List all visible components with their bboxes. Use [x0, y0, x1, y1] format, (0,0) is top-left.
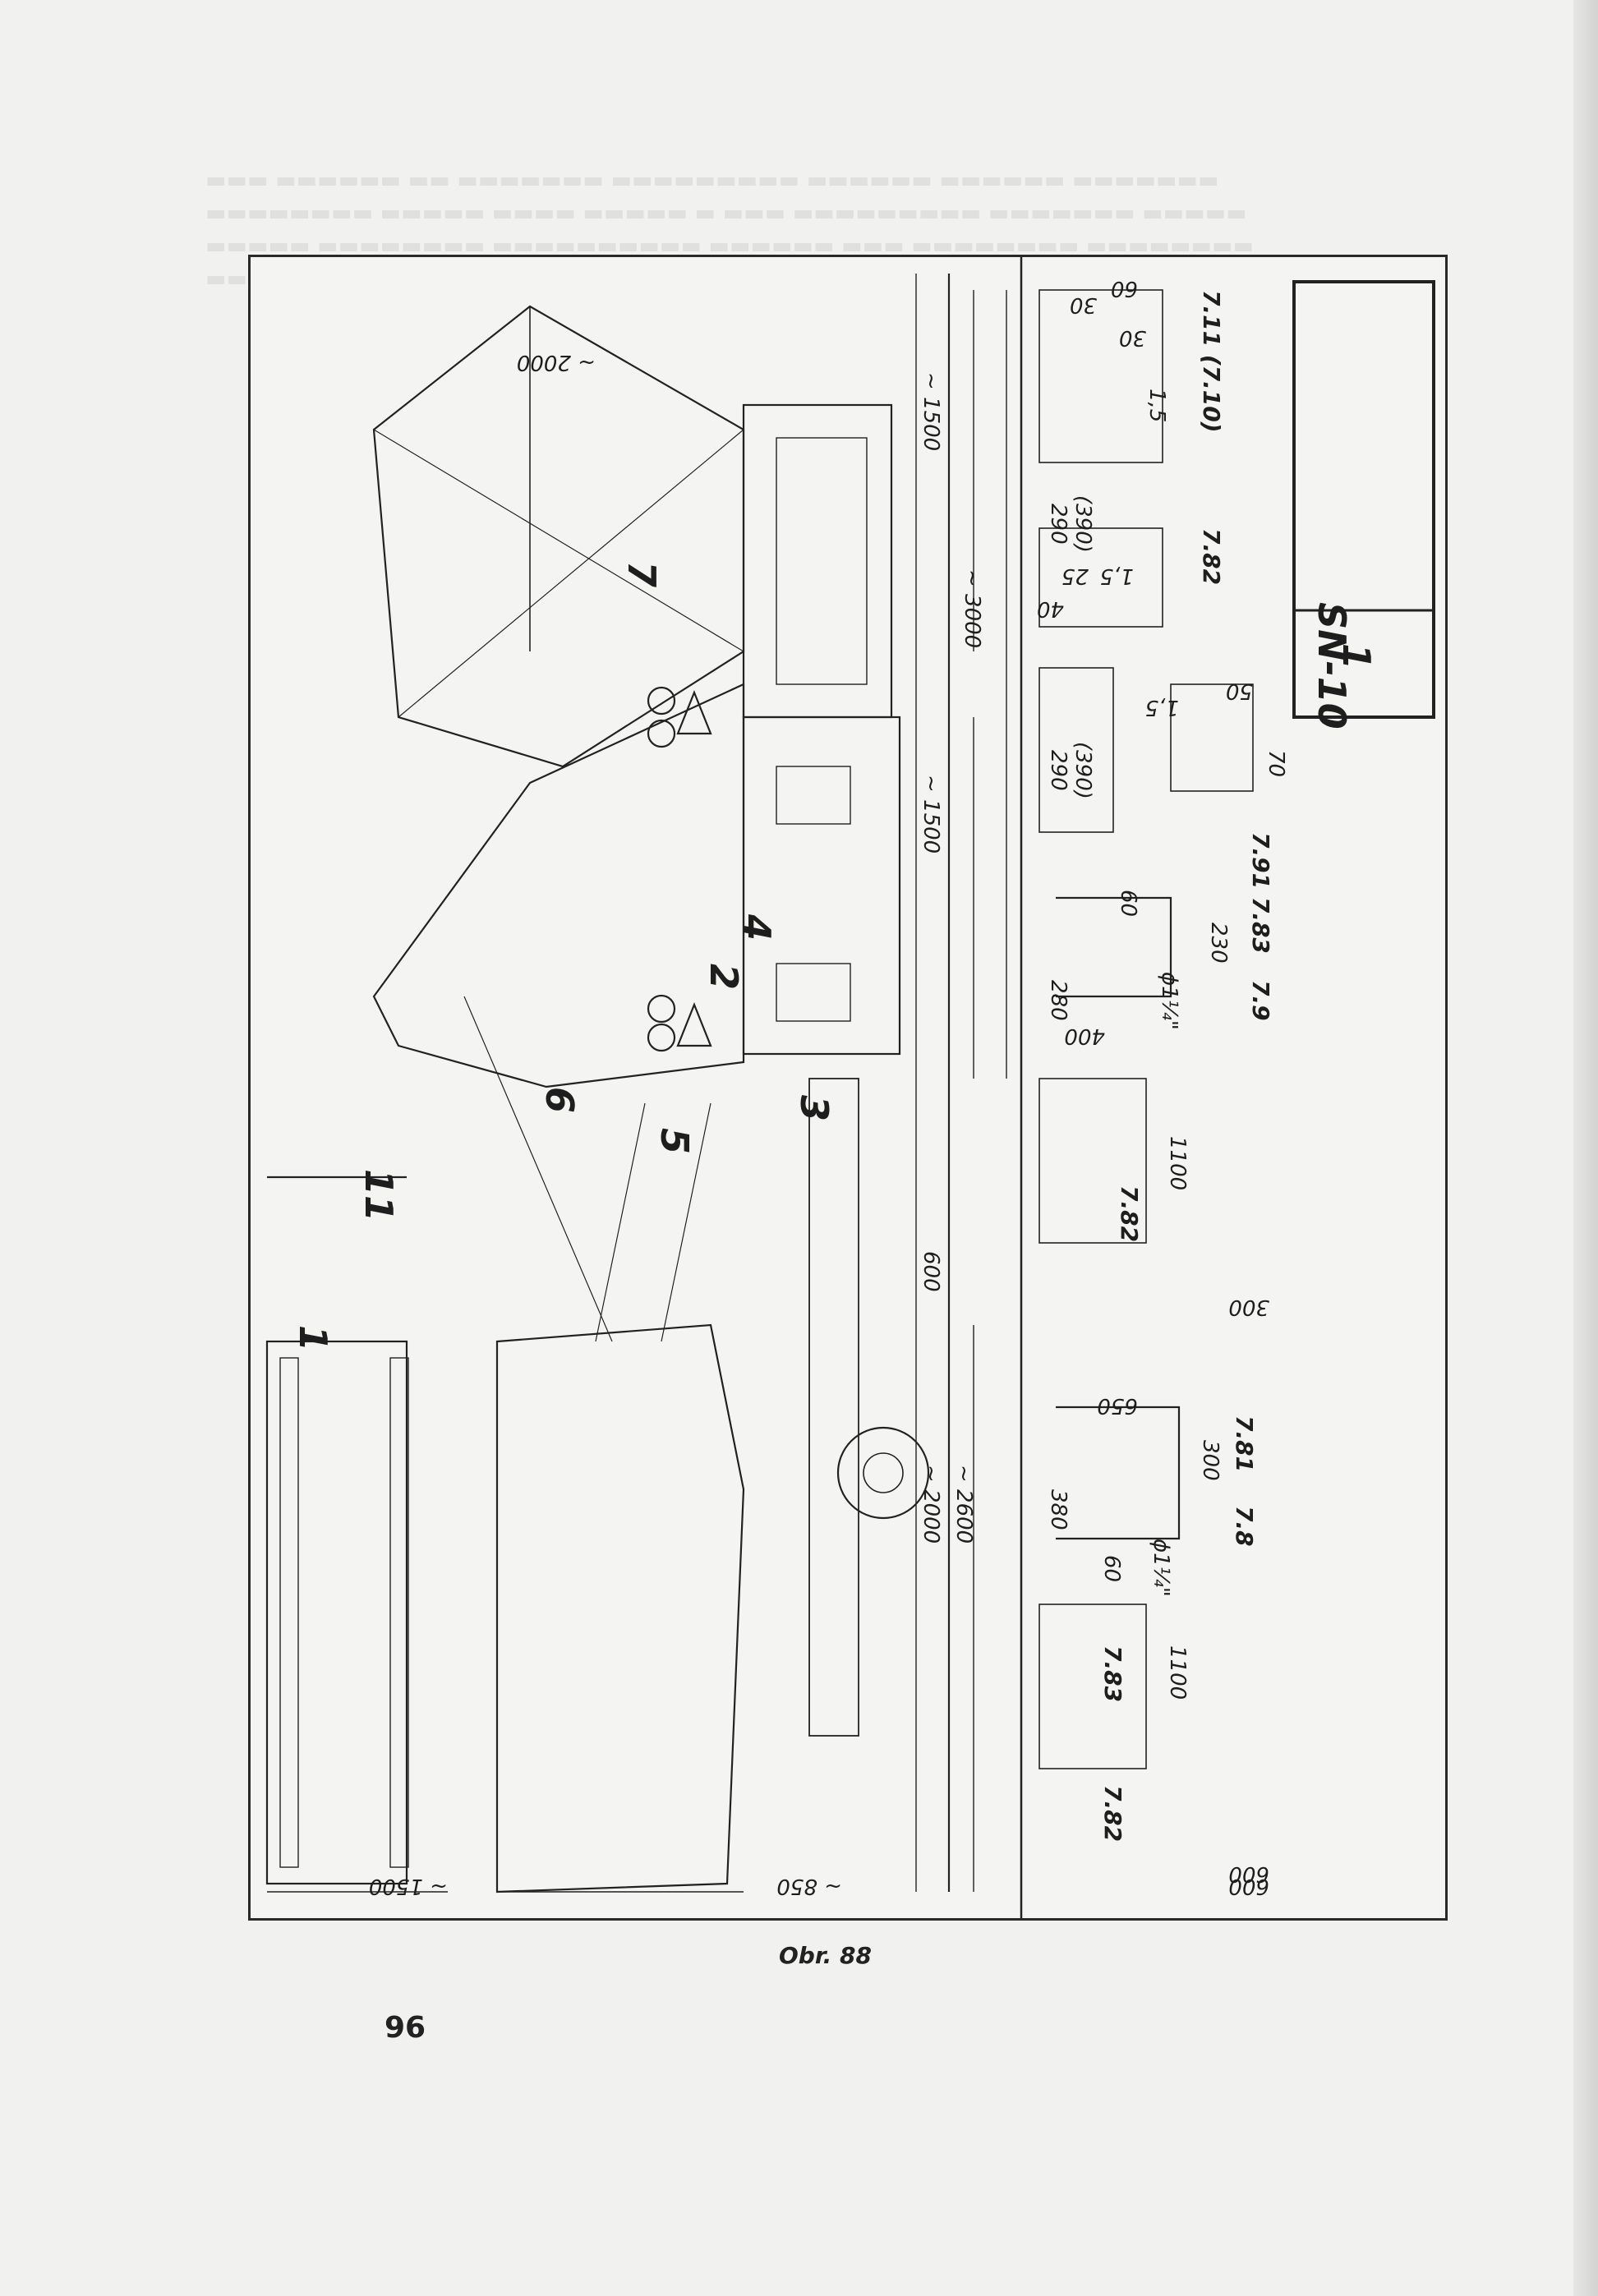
detail-plate	[1038, 1604, 1147, 1769]
stand-outline	[495, 1323, 745, 1893]
section-label: 7.82	[1099, 1785, 1126, 1842]
light-icon	[676, 1002, 712, 1047]
section-label: 7.8	[1231, 1506, 1258, 1547]
detail-label: 650	[1097, 1393, 1138, 1418]
page-edge	[1573, 0, 1598, 2296]
detail-profile	[1038, 527, 1163, 628]
part-number: 11	[357, 1169, 401, 1222]
top-assembly-line	[398, 429, 744, 718]
rail-part	[808, 1078, 859, 1737]
section-label: 7.11 (7.10)	[1198, 290, 1225, 433]
leader-line	[661, 1102, 712, 1342]
sign-code: SN-10	[1310, 602, 1354, 729]
middle-slot	[776, 963, 851, 1022]
dimension-label: ~ 1500	[919, 372, 943, 451]
top-assembly	[372, 305, 745, 768]
detail-label: 300	[1228, 1295, 1269, 1319]
dimension-label: ~ 1500	[919, 775, 943, 854]
detail-label: 400	[1064, 1024, 1105, 1048]
detail-profile	[1038, 667, 1114, 833]
middle-slot	[776, 766, 851, 825]
leader-line	[595, 1102, 646, 1342]
detail-label: 30	[1070, 292, 1097, 317]
board-outline	[265, 1340, 408, 1885]
dimension-label: ~ 2000	[919, 1465, 943, 1544]
detail-label: 60	[1099, 1555, 1124, 1582]
detail-label: 60	[1116, 890, 1140, 917]
detail-label: 290	[1046, 750, 1071, 791]
lamp-icon	[647, 686, 676, 715]
middle-assembly	[372, 683, 745, 1088]
part-number: 1	[291, 1325, 335, 1351]
dimension-label: 600	[919, 1251, 943, 1292]
section-label: 7.9	[1247, 980, 1274, 1021]
wheel-hub	[863, 1452, 904, 1493]
detail-label: 60	[1111, 276, 1138, 301]
detail-label: ϕ1¼"	[1149, 1539, 1173, 1597]
board-slat	[389, 1357, 409, 1868]
detail-label: 1100	[1165, 1136, 1190, 1190]
figure-caption: Obr. 88	[779, 1942, 873, 1969]
section-label: 7.82	[1198, 528, 1225, 585]
detail-label: 25	[1061, 564, 1089, 588]
board-slat	[279, 1357, 299, 1868]
detail-label: 230	[1206, 923, 1231, 964]
detail-profile	[1170, 683, 1254, 792]
detail-label: 1,5	[1145, 695, 1179, 720]
dimension-label: ~ 850	[776, 1874, 842, 1898]
drawing-svg: SN-10 1 1 2 3 4 5 6 7 11 ~ 2000 ~ 1500 ~…	[265, 257, 1435, 1918]
detail-u-profile	[1056, 1406, 1181, 1540]
detail-label: 40	[1037, 596, 1064, 621]
dimension-label: 600	[1228, 1874, 1269, 1898]
detail-label: (390)	[1071, 495, 1095, 553]
leader-line	[463, 996, 613, 1342]
detail-label: 50	[1226, 679, 1253, 703]
detail-label: 30	[1119, 325, 1146, 350]
technical-drawing: SN-10 1 1 2 3 4 5 6 7 11 ~ 2000 ~ 1500 ~…	[248, 255, 1448, 1921]
part-number: 2	[702, 964, 746, 990]
detail-label: 280	[1046, 980, 1071, 1021]
top-base-box	[742, 403, 893, 719]
sign-number: 1	[1334, 643, 1379, 669]
detail-label: 1,5	[1144, 389, 1169, 422]
middle-base-box	[742, 715, 901, 1056]
detail-label: 290	[1046, 504, 1071, 545]
light-icon	[676, 690, 712, 735]
sign-plate	[1292, 280, 1435, 719]
detail-label: (390)	[1071, 742, 1095, 799]
section-label: 7.91 7.83	[1247, 832, 1274, 954]
part-number: 5	[652, 1128, 697, 1154]
lamp-icon	[647, 994, 676, 1024]
part-number: 3	[792, 1095, 836, 1121]
section-label: 7.82	[1116, 1185, 1143, 1242]
part-number: 4	[735, 913, 779, 941]
lamp-icon	[647, 1023, 676, 1052]
detail-plate	[1038, 1078, 1147, 1244]
page-number: 96	[385, 2011, 426, 2045]
detail-label: ϕ1¼"	[1157, 972, 1181, 1030]
dimension-label: ~ 1500	[369, 1874, 448, 1898]
detail-label: 300	[1198, 1440, 1223, 1481]
section-label: 7.81	[1231, 1415, 1258, 1472]
part-number: 6	[537, 1087, 582, 1113]
detail-label: 70	[1264, 750, 1288, 777]
lamp-icon	[647, 719, 676, 748]
detail-profile	[1038, 289, 1163, 463]
part-number: 7	[619, 561, 664, 587]
top-base-inner	[776, 437, 868, 685]
detail-u-profile	[1056, 896, 1172, 998]
top-assembly-line	[373, 429, 744, 652]
dimension-label: ~ 3000	[960, 569, 984, 648]
detail-label: 380	[1046, 1489, 1071, 1530]
dimension-label: ~ 2000	[517, 350, 596, 375]
detail-label: 1100	[1165, 1645, 1190, 1700]
detail-label: 600	[1228, 1861, 1269, 1886]
detail-label: 1,5	[1100, 564, 1134, 588]
wheel	[836, 1426, 930, 1520]
dimension-label: ~ 2600	[951, 1465, 976, 1544]
section-label: 7.83	[1099, 1645, 1126, 1702]
